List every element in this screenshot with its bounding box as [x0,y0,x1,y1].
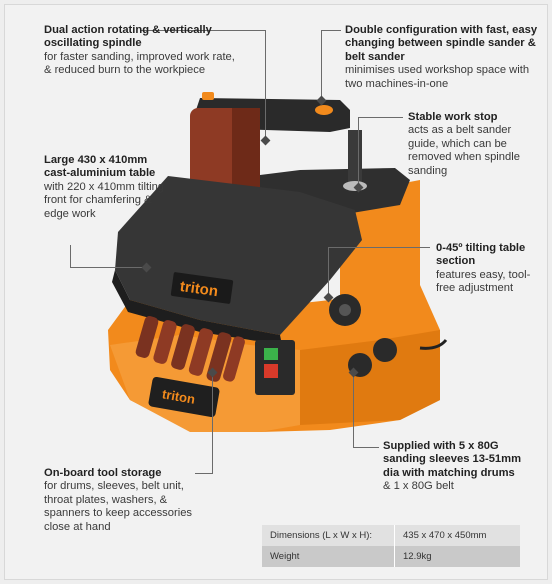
callout-config-desc: minimises used workshop space with two m… [345,64,530,90]
callout-storage: On-board tool storage for drums, sleeves… [44,467,192,534]
leader-line-table-v [70,245,71,268]
leader-line-sleeves-h [353,447,379,448]
callout-storage-heading: On-board tool storage [44,467,162,479]
leader-line-config-h [321,30,341,31]
specs-table: Dimensions (L x W x H): 435 x 470 x 450m… [262,525,520,567]
belt-roller [315,105,333,115]
leader-line-storage-h [195,473,213,474]
leader-line-table-h [70,267,146,268]
callout-table-desc: with 220 x 410mm tilting front for chamf… [44,180,165,220]
callout-tilt-heading: 0-45º tilting table section [436,242,526,268]
leader-line-config-v [321,30,322,100]
callout-stop-heading: Stable work stop [408,111,498,123]
specs-value: 435 x 470 x 450mm [394,525,520,546]
sander-base-side [300,330,440,425]
callout-stop: Stable work stop acts as a belt sander g… [408,111,540,178]
callout-tilt: 0-45º tilting table section features eas… [436,242,540,296]
callout-config-heading: Double configuration with fast, easy cha… [345,24,538,63]
leader-line-tilt-h [328,247,430,248]
work-stop [348,130,362,185]
specs-row-weight: Weight 12.9kg [262,546,520,567]
specs-label: Weight [262,546,395,567]
leader-line-tilt-v [328,247,329,297]
table-logo-text: triton [179,278,219,300]
tilt-knob-center [339,304,351,316]
start-switch[interactable] [264,348,278,360]
callout-sleeves-heading: Supplied with 5 x 80G sanding sleeves 13… [383,440,522,479]
table-logo-plate [170,272,234,304]
callout-table: Large 430 x 410mm cast-aluminium table w… [44,154,172,221]
callout-tilt-desc: features easy, tool-free adjustment [436,268,531,295]
leader-line-storage-v [212,372,213,474]
leader-line-stop-h [358,117,403,118]
callout-sleeves: Supplied with 5 x 80G sanding sleeves 13… [383,440,533,494]
callout-stop-desc: acts as a belt sander guide, which can b… [408,124,520,177]
tilting-table-edge [112,270,282,345]
callout-spindle: Dual action rotating & vertically oscill… [44,24,244,78]
leader-line-stop-v [358,117,359,187]
leader-line-spindle-h [140,30,266,31]
sander-tower [340,180,420,340]
callout-spindle-heading: Dual action rotating & vertically oscill… [44,24,212,50]
leader-line-spindle-v [265,30,266,140]
callout-spindle-desc: for faster sanding, improved work rate, … [44,50,235,77]
leader-line-sleeves-v [353,372,354,448]
callout-sleeves-desc: & 1 x 80G belt [383,480,454,493]
base-logo-text: triton [161,386,196,407]
base-logo-plate [148,376,220,418]
power-cord [419,338,448,350]
callout-storage-desc: for drums, sleeves, belt unit, throat pl… [44,480,193,533]
tension-knob [202,92,214,100]
sanding-belt-shade [232,108,260,190]
stop-switch[interactable] [264,364,278,378]
drum-wheel-2 [373,338,397,362]
callout-table-heading: Large 430 x 410mm cast-aluminium table [44,154,156,180]
specs-label: Dimensions (L x W x H): [262,525,395,546]
specs-row-dimensions: Dimensions (L x W x H): 435 x 470 x 450m… [262,525,520,546]
specs-value: 12.9kg [394,546,520,567]
callout-config: Double configuration with fast, easy cha… [345,24,540,91]
